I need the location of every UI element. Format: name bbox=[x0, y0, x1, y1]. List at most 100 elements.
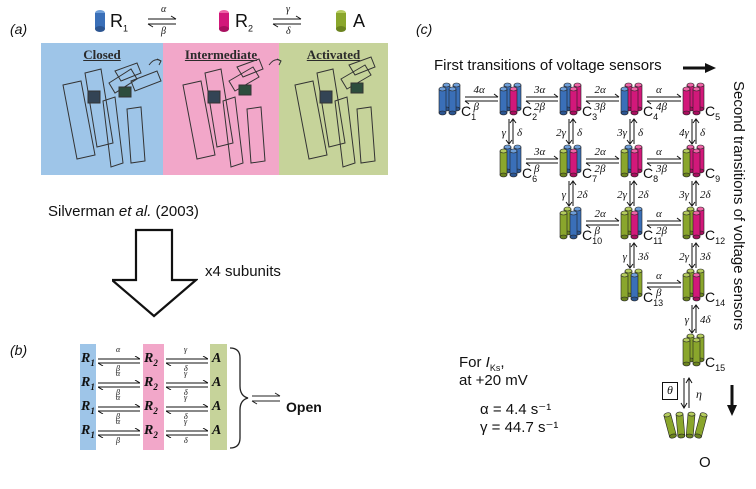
gamma-rate: 4γ bbox=[679, 126, 689, 139]
channel-state-4 bbox=[620, 82, 643, 116]
forward-backward-arrows bbox=[585, 217, 620, 229]
channel-state-7 bbox=[559, 144, 582, 178]
closed-sensor-sketch bbox=[62, 58, 162, 168]
a-cylinder-icon bbox=[336, 10, 346, 32]
scheme-b-r1-sub: 1 bbox=[90, 381, 95, 392]
scheme-b-r1-sub: 1 bbox=[90, 357, 95, 368]
gamma-rate: 2γ bbox=[556, 126, 566, 139]
citation-authors: Silverman bbox=[48, 203, 119, 220]
scheme-b-r2-sub: 2 bbox=[153, 429, 158, 440]
state-label-o: O bbox=[699, 454, 711, 471]
backward-rate: 3β bbox=[594, 101, 606, 113]
state-label-c12: C12 bbox=[705, 227, 725, 246]
state-number: 2 bbox=[532, 111, 538, 122]
subunit-cylinder bbox=[630, 210, 639, 240]
legend-delta: δ bbox=[286, 26, 291, 37]
scheme-b-arrows bbox=[98, 428, 140, 438]
state-letter: C bbox=[705, 354, 716, 370]
state-letter: C bbox=[522, 103, 533, 119]
info-comma: , bbox=[500, 354, 505, 371]
forward-backward-arrows bbox=[646, 217, 682, 229]
state-letter: C bbox=[643, 289, 654, 305]
scheme-b-rate-gamma: γ bbox=[184, 393, 188, 402]
scheme-b-arrows bbox=[166, 404, 208, 414]
state-letter: C bbox=[582, 165, 593, 181]
backward-rate: β bbox=[534, 163, 540, 175]
subunit-cylinder bbox=[682, 210, 691, 240]
backward-rate: β bbox=[594, 225, 600, 237]
forward-backward-arrows bbox=[464, 93, 499, 105]
scheme-b-rate-delta: δ bbox=[184, 412, 188, 421]
backward-rate: β bbox=[656, 287, 662, 299]
forward-rate: 4α bbox=[473, 84, 485, 96]
info-voltage: at +20 mV bbox=[459, 372, 528, 389]
vertical-arrows bbox=[626, 118, 638, 145]
channel-state-13 bbox=[620, 268, 643, 302]
alpha-value: α = 4.4 s⁻¹ bbox=[480, 401, 552, 418]
panel-a-label: (a) bbox=[10, 21, 28, 37]
delta-rate: δ bbox=[700, 126, 706, 139]
scheme-b-arrows bbox=[98, 404, 140, 414]
delta-rate: δ bbox=[517, 126, 523, 139]
state-letter: C bbox=[643, 165, 654, 181]
subunit-cylinder bbox=[630, 86, 639, 116]
subunits-down-arrow bbox=[112, 228, 198, 318]
forward-rate: α bbox=[656, 146, 662, 158]
scheme-b-rate-gamma: γ bbox=[184, 345, 188, 354]
subunit-cylinder bbox=[682, 148, 691, 178]
subunit-cylinder bbox=[559, 86, 568, 116]
delta-rate: 2δ bbox=[700, 188, 711, 201]
state-label-c4: C4 bbox=[643, 103, 658, 122]
state-number: 5 bbox=[715, 111, 721, 122]
subunit-cylinder bbox=[675, 411, 686, 439]
subunit-cylinder bbox=[569, 86, 578, 116]
state-letter: C bbox=[705, 227, 716, 243]
state-letter: C bbox=[643, 227, 654, 243]
subunit-cylinder bbox=[499, 148, 508, 178]
scheme-b-arrows bbox=[98, 356, 140, 366]
subunit-cylinder bbox=[682, 337, 691, 367]
scheme-b-r2-letter: R bbox=[144, 375, 154, 390]
scheme-b-r2-letter: R bbox=[144, 399, 154, 414]
state-letter: C bbox=[522, 165, 533, 181]
activated-sensor-sketch bbox=[294, 56, 376, 168]
rate-arrows-1 bbox=[147, 15, 177, 28]
closed-title: Closed bbox=[83, 47, 121, 62]
state-label-c11: C11 bbox=[643, 227, 662, 246]
scheme-b-r2: R2 bbox=[144, 423, 158, 440]
forward-rate: 2α bbox=[594, 208, 606, 220]
scheme-b-r2-sub: 2 bbox=[153, 405, 158, 416]
subunits-label: x4 subunits bbox=[205, 263, 281, 280]
gamma-rate: γ bbox=[561, 188, 566, 201]
gamma-rate: 3γ bbox=[679, 188, 689, 201]
channel-state-9 bbox=[682, 144, 705, 178]
vertical-arrows bbox=[688, 304, 700, 334]
scheme-b-r1-letter: R bbox=[81, 423, 91, 438]
subunit-cylinder bbox=[569, 210, 578, 240]
scheme-b-a: A bbox=[212, 423, 222, 438]
legend-r1: R bbox=[110, 11, 123, 31]
gamma-rate: γ bbox=[501, 126, 506, 139]
subunit-cylinder bbox=[438, 86, 447, 116]
state-number: 12 bbox=[715, 235, 726, 246]
state-label-c7: C7 bbox=[582, 165, 597, 184]
scheme-b-arrows bbox=[166, 380, 208, 390]
state-number: 14 bbox=[715, 297, 726, 308]
legend-alpha: α bbox=[161, 4, 167, 15]
scheme-b-rate-alpha: α bbox=[116, 369, 121, 378]
forward-rate: 3α bbox=[534, 84, 546, 96]
subunit-cylinder bbox=[692, 272, 701, 302]
subunit-cylinder bbox=[634, 206, 643, 236]
channel-state-8 bbox=[620, 144, 643, 178]
forward-rate: α bbox=[656, 208, 662, 220]
vertical-arrows bbox=[626, 180, 638, 207]
state-letter: C bbox=[705, 103, 716, 119]
state-label-c15: C15 bbox=[705, 354, 725, 373]
subunit-cylinder bbox=[509, 148, 518, 178]
subunit-cylinder bbox=[620, 148, 629, 178]
state-number: 1 bbox=[471, 111, 477, 122]
scheme-b-rate-gamma: γ bbox=[184, 369, 188, 378]
vertical-arrows bbox=[626, 242, 638, 269]
backward-rate: β bbox=[473, 101, 479, 113]
rate-arrows-2 bbox=[272, 15, 302, 28]
